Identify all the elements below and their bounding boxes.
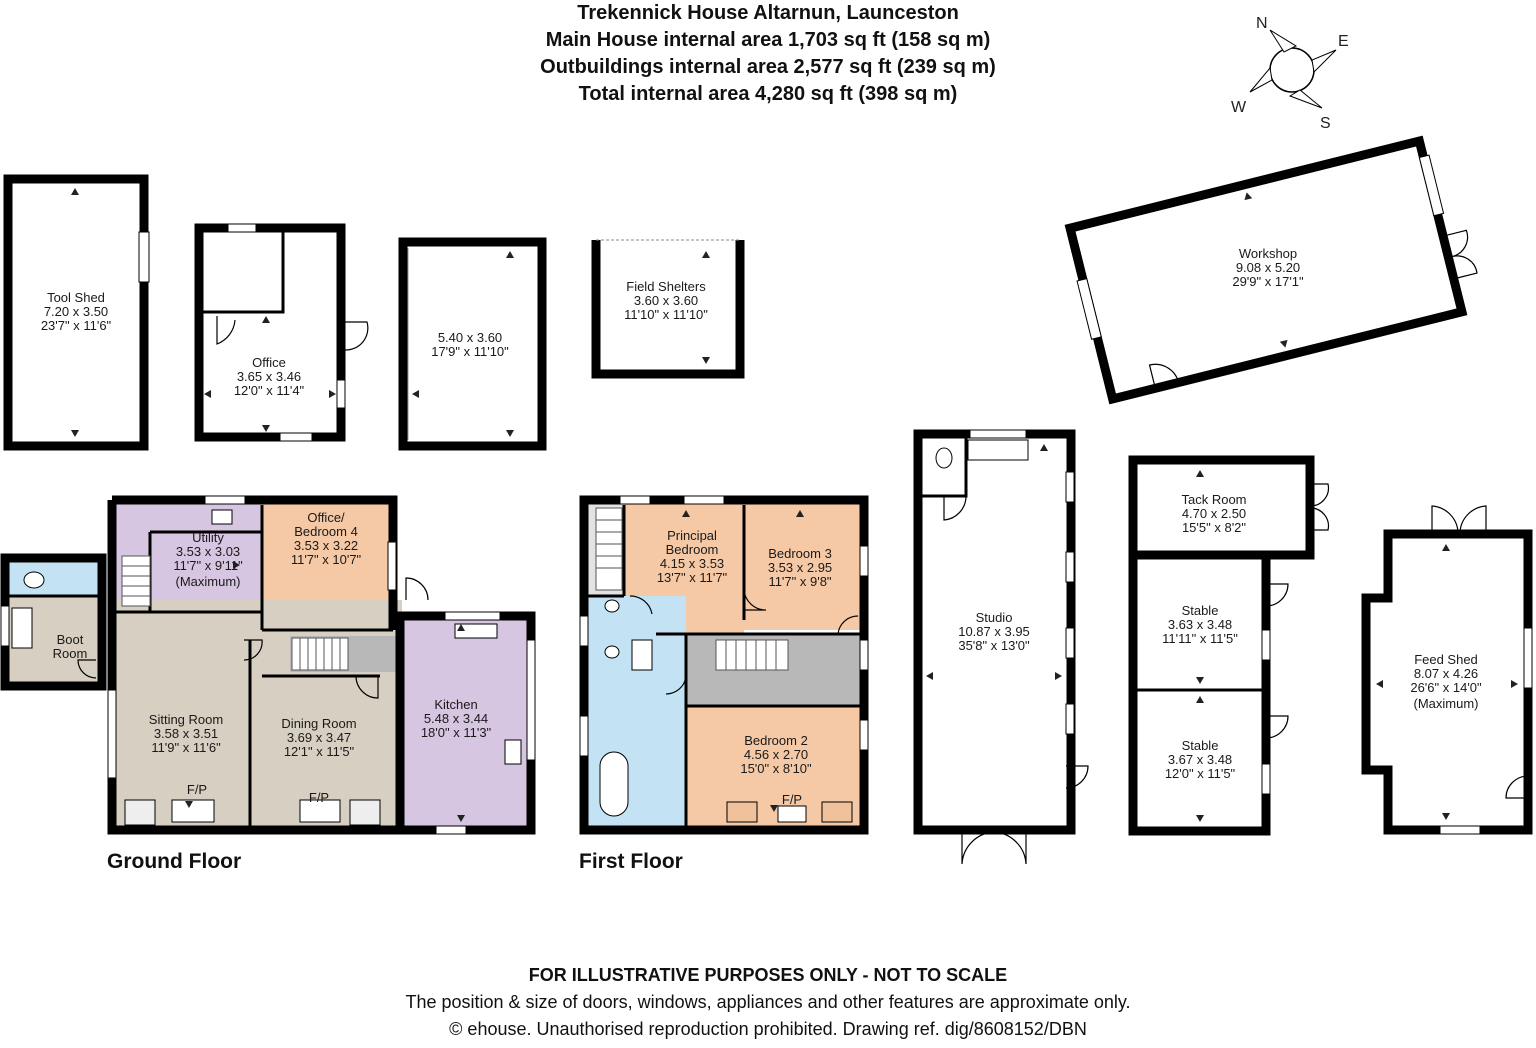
outbuildings-area: Outbuildings internal area 2,577 sq ft (…: [540, 56, 996, 78]
compass-n: N: [1256, 15, 1268, 32]
copyright: © ehouse. Unauthorised reproduction proh…: [449, 1019, 1087, 1039]
bedroom2-name: Bedroom 2: [744, 733, 808, 748]
feed-shed-metric: 8.07 x 4.26: [1414, 666, 1478, 681]
plan-title: Trekennick House Altarnun, Launceston: [577, 2, 959, 24]
stable2-metric: 3.67 x 3.48: [1168, 752, 1232, 767]
office-bed4-imperial: 11'7" x 10'7": [291, 552, 362, 567]
workshop-imperial: 29'9" x 17'1": [1232, 274, 1304, 289]
first-floor-label: First Floor: [579, 850, 683, 873]
workshop: [1064, 135, 1478, 405]
disclaimer: FOR ILLUSTRATIVE PURPOSES ONLY - NOT TO …: [528, 965, 1008, 985]
studio: Studio 10.87 x 3.95 35'8" x 13'0": [913, 429, 1089, 865]
tool-shed-imperial: 23'7" x 11'6": [41, 318, 112, 333]
bedroom3-metric: 3.53 x 2.95: [768, 560, 832, 575]
utility-metric: 3.53 x 3.03: [176, 544, 240, 559]
bedroom2-imperial: 15'0" x 8'10": [740, 761, 812, 776]
feed-shed: Feed Shed 8.07 x 4.26 26'6" x 14'0" (Max…: [1361, 505, 1533, 835]
office-bed4-metric: 3.53 x 3.22: [294, 538, 358, 553]
stable1-imperial: 11'11" x 11'5": [1162, 631, 1238, 646]
stable2-name: Stable: [1182, 738, 1219, 753]
sitting-room-metric: 3.58 x 3.51: [154, 726, 218, 741]
total-area: Total internal area 4,280 sq ft (398 sq …: [578, 83, 958, 105]
bedroom2-fp: F/P: [782, 792, 802, 807]
principal-bedroom-imperial: 13'7" x 11'7": [657, 570, 728, 585]
tack-room-metric: 4.70 x 2.50: [1182, 506, 1246, 521]
bedroom3-imperial: 11'7" x 9'8": [768, 574, 831, 589]
studio-name: Studio: [976, 610, 1013, 625]
sitting-fp: F/P: [187, 782, 207, 797]
dining-room-metric: 3.69 x 3.47: [287, 730, 351, 745]
compass-s: S: [1320, 115, 1331, 132]
principal-bedroom-name2: Bedroom: [666, 542, 719, 557]
utility-imperial: 11'7" x 9'11": [173, 558, 243, 573]
unnamed-outbuilding: 5.40 x 3.60 17'9" x 11'10": [398, 237, 547, 451]
utility-max: (Maximum): [176, 574, 241, 589]
sitting-room-name: Sitting Room: [149, 712, 223, 727]
bedroom3-name: Bedroom 3: [768, 546, 832, 561]
unnamed-metric: 5.40 x 3.60: [438, 330, 502, 345]
dining-room-name: Dining Room: [281, 716, 356, 731]
compass-e: E: [1338, 33, 1349, 50]
principal-bedroom-name1: Principal: [667, 528, 717, 543]
workshop-name: Workshop: [1239, 246, 1297, 261]
unnamed-imperial: 17'9" x 11'10": [431, 344, 509, 359]
kitchen-metric: 5.48 x 3.44: [424, 711, 488, 726]
stables-block: Tack Room 4.70 x 2.50 15'5" x 8'2" Stabl…: [1128, 455, 1330, 836]
office-bed4-name2: Bedroom 4: [294, 524, 358, 539]
studio-imperial: 35'8" x 13'0": [958, 638, 1030, 653]
studio-metric: 10.87 x 3.95: [958, 624, 1030, 639]
main-house-area: Main House internal area 1,703 sq ft (15…: [545, 29, 991, 51]
office-name: Office: [252, 355, 286, 370]
feed-shed-imperial: 26'6" x 14'0": [1410, 680, 1482, 695]
sitting-room-imperial: 11'9" x 11'6": [151, 740, 221, 755]
compass-icon: N E S W: [1231, 15, 1349, 132]
feed-shed-max: (Maximum): [1414, 696, 1479, 711]
approximate-note: The position & size of doors, windows, a…: [405, 992, 1131, 1012]
field-shelters-name: Field Shelters: [626, 279, 706, 294]
dining-fp: F/P: [309, 790, 329, 805]
feed-shed-name: Feed Shed: [1414, 652, 1478, 667]
tack-room-name: Tack Room: [1181, 492, 1246, 507]
tack-room-imperial: 15'5" x 8'2": [1182, 520, 1246, 535]
principal-bedroom-metric: 4.15 x 3.53: [660, 556, 724, 571]
field-shelters: Field Shelters 3.60 x 3.60 11'10" x 11'1…: [591, 239, 745, 379]
office-metric: 3.65 x 3.46: [237, 369, 301, 384]
office-outbuilding: Office 3.65 x 3.46 12'0" x 11'4": [194, 223, 369, 442]
stable2-imperial: 12'0" x 11'5": [1165, 766, 1236, 781]
utility-name: Utility: [192, 530, 224, 545]
boot-room-name2: Room: [53, 646, 88, 661]
kitchen-name: Kitchen: [434, 697, 477, 712]
office-imperial: 12'0" x 11'4": [234, 383, 305, 398]
kitchen-imperial: 18'0" x 11'3": [421, 725, 492, 740]
ground-floor-plan: Utility 3.53 x 3.03 11'7" x 9'11" (Maxim…: [0, 495, 536, 835]
tool-shed: Tool Shed 7.20 x 3.50 23'7" x 11'6": [3, 174, 150, 451]
stable1-name: Stable: [1182, 603, 1219, 618]
field-shelters-imperial: 11'10" x 11'10": [624, 307, 708, 322]
stable1-metric: 3.63 x 3.48: [1168, 617, 1232, 632]
first-floor-plan: Principal Bedroom 4.15 x 3.53 13'7" x 11…: [579, 495, 869, 835]
dining-room-imperial: 12'1" x 11'5": [284, 744, 355, 759]
office-bed4-name1: Office/: [307, 510, 345, 525]
tool-shed-name: Tool Shed: [47, 290, 105, 305]
tool-shed-metric: 7.20 x 3.50: [44, 304, 108, 319]
bedroom2-metric: 4.56 x 2.70: [744, 747, 808, 762]
boot-room-name1: Boot: [57, 632, 84, 647]
field-shelters-metric: 3.60 x 3.60: [634, 293, 698, 308]
workshop-metric: 9.08 x 5.20: [1236, 260, 1300, 275]
compass-w: W: [1231, 99, 1247, 116]
ground-floor-label: Ground Floor: [107, 850, 242, 873]
